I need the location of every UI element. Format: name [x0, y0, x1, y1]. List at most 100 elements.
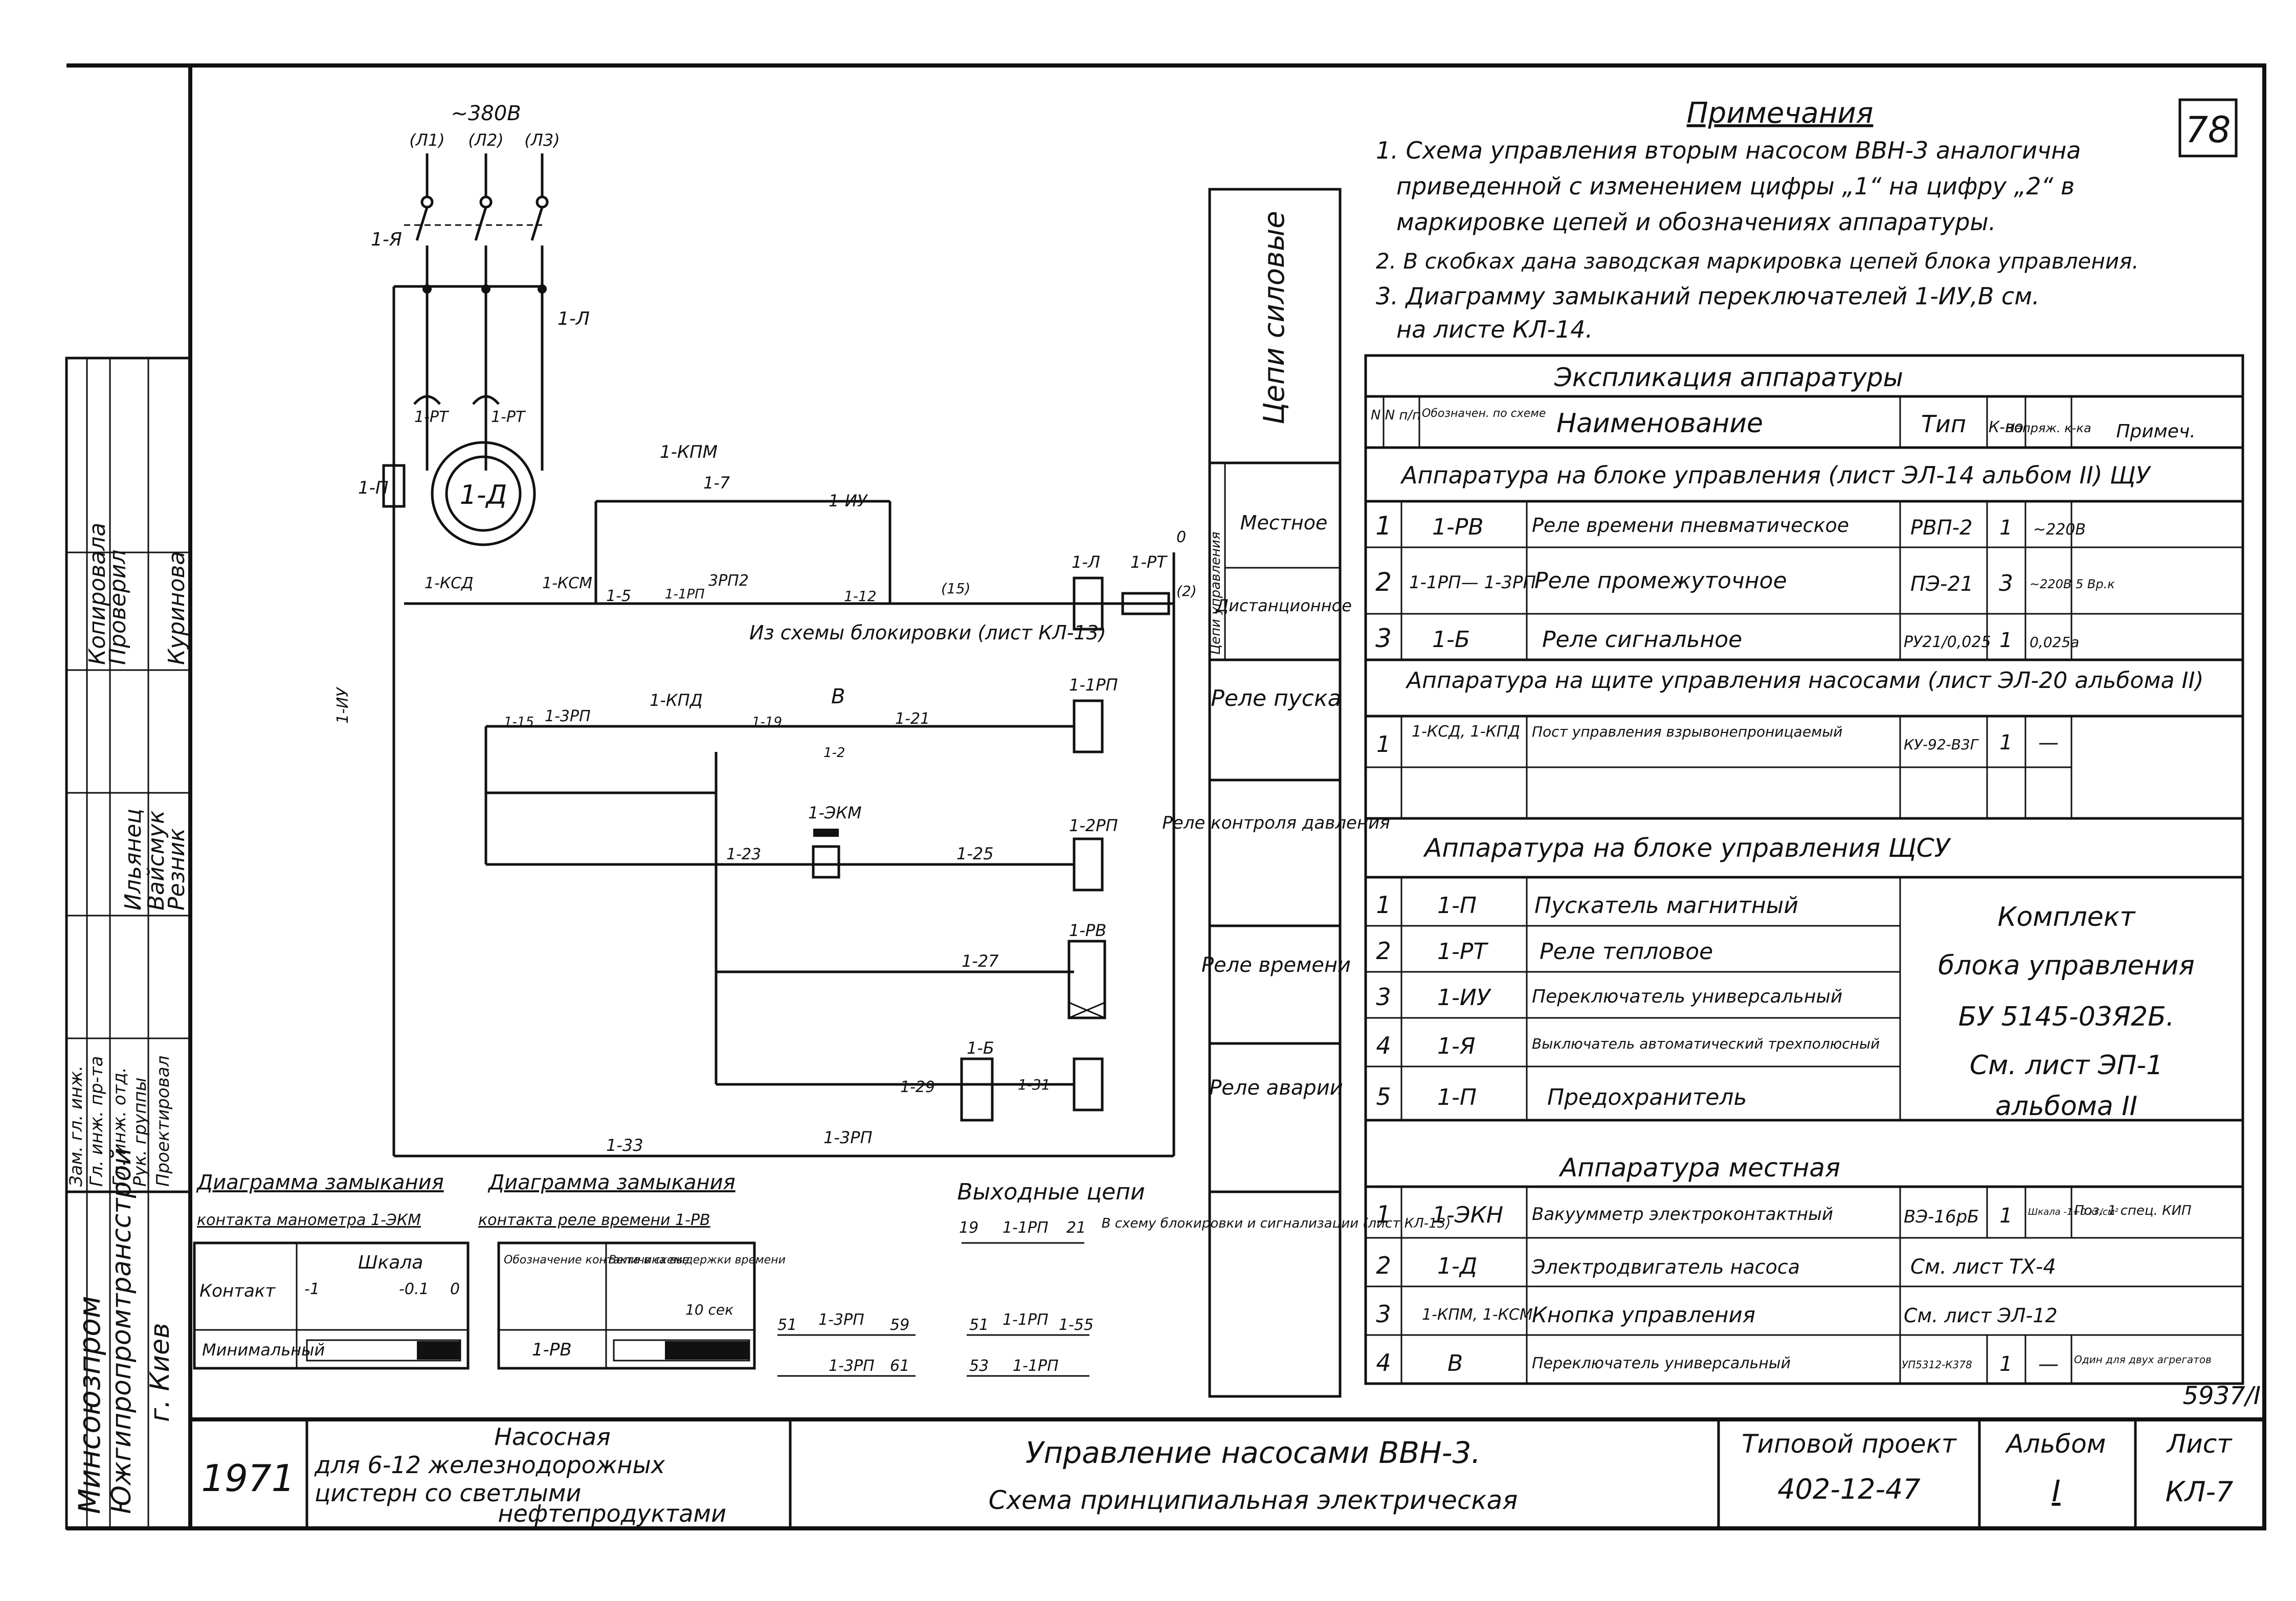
g4r4-name: Переключатель универсальный [1532, 1354, 1791, 1372]
drawing-title: Управление насосами ВВН-3. [1026, 1435, 1481, 1470]
g2r1-nn: 1 [1376, 731, 1391, 758]
side-org-1: Минсоюзпром [72, 1296, 107, 1514]
supply-label: ~380В [451, 102, 521, 125]
note-line-2: приведенной с изменением цифры „1“ на ци… [1396, 172, 2075, 200]
sheet-value: КЛ-7 [2166, 1476, 2234, 1508]
timer-title-2: контакта реле времени 1-РВ [478, 1211, 710, 1229]
hdr-type: Тип [1921, 410, 1966, 438]
g1r1-type: РВП-2 [1910, 516, 1973, 540]
lbl-1-29: 1-29 [900, 1078, 935, 1096]
section-pressure-relay: Реле контроля давления [1162, 813, 1390, 833]
g1r1-voltage: ~220В [2033, 521, 2086, 539]
side-name-3: Ильянец [120, 809, 146, 910]
g3r3-desig: 1-ИУ [1437, 985, 1492, 1011]
g3r1-name: Пускатель магнитный [1534, 893, 1798, 919]
album-value: I [2052, 1474, 2060, 1508]
sheet-label: Лист [2166, 1429, 2233, 1459]
lbl-ksm: 1-КСМ [542, 574, 592, 592]
g1r2-qty: 3 [1999, 570, 2013, 596]
timer-diagram: Диаграмма замыкания контакта реле времен… [478, 1171, 786, 1370]
lbl-1-23: 1-23 [726, 846, 761, 863]
lbl-v: В [831, 685, 845, 708]
section-power: Цепи силовые [1258, 211, 1291, 425]
gauge-diagram: Диаграмма замыкания контакта манометра 1… [193, 1171, 470, 1370]
out-21: 21 [1066, 1219, 1086, 1237]
out-19: 19 [959, 1219, 978, 1237]
g4r1-name: Вакуумметр электроконтактный [1532, 1204, 1833, 1225]
side-name-4: Куринова [164, 551, 190, 665]
gauge-scale-label: Шкала [358, 1252, 423, 1273]
lbl-1-12: 1-12 [844, 588, 877, 605]
notes-title: Примечания [1687, 97, 1874, 130]
gauge-tick-3: 0 [450, 1280, 460, 1298]
group1-title: Аппаратура на блоке управления (лист ЭЛ-… [1400, 461, 2151, 489]
out-1rp-b: 1-1РП [1002, 1311, 1049, 1329]
timer-col2: Величина выдержки времени [609, 1254, 786, 1266]
g4r3-desig: 1-КПМ, 1-КСМ [1422, 1306, 1533, 1324]
g3r3-name: Переключатель универсальный [1532, 986, 1842, 1007]
album-label: Альбом [2005, 1429, 2106, 1459]
lbl-kpd: 1-КПД [650, 691, 703, 710]
breaker-label: 1-Я [371, 229, 402, 250]
contactor-label: 1-Л [558, 308, 590, 329]
lbl-0: 0 [1176, 528, 1186, 546]
lbl-1-21: 1-21 [895, 710, 930, 728]
project-label: Типовой проект [1742, 1429, 1957, 1459]
g3r5-nn: 5 [1376, 1083, 1391, 1110]
gauge-contact-label: Контакт [199, 1281, 276, 1301]
side-role-5: Проектировал [153, 1056, 173, 1187]
lbl-coil-1rp: 1-1РП [1069, 675, 1118, 695]
side-org-2: Южгипропромтрансстрой [106, 1148, 137, 1514]
g1r1-name: Реле времени пневматическое [1532, 514, 1849, 537]
hdr-qty: К-во [1989, 418, 2023, 436]
side-role-4: Рук. группы [130, 1077, 150, 1187]
lbl-1-19: 1-19 [752, 715, 782, 730]
g1r2-type: ПЭ-21 [1910, 572, 1973, 596]
lbl-coil-2rp: 1-2РП [1069, 816, 1118, 835]
g4r4-nn: 4 [1376, 1349, 1391, 1376]
note-line-3: маркировке цепей и обозначениях аппарату… [1396, 208, 1996, 236]
g2r1-qty: 1 [1999, 731, 2012, 754]
g1r2-name: Реле промежуточное [1534, 568, 1787, 594]
group4-title: Аппаратура местная [1558, 1153, 1840, 1183]
lbl-3rp2: 3РП2 [708, 572, 749, 590]
g4r3-nn: 3 [1376, 1300, 1391, 1328]
lbl-coil-rv: 1-РВ [1069, 921, 1106, 940]
section-remote: Дистанционное [1215, 596, 1352, 615]
output-circuits: Выходные цепи 19 1-1РП 21 51 1-3РП 59 51… [777, 1179, 1145, 1377]
g1r3-voltage: 0,025а [2030, 634, 2079, 651]
section-alarm-relay: Реле аварии [1209, 1076, 1343, 1100]
lbl-1-5: 1-5 [606, 587, 631, 605]
g1r1-qty: 1 [1999, 516, 2012, 540]
side-name-1: Резник [164, 828, 190, 910]
g3r5-name: Предохранитель [1547, 1084, 1747, 1110]
object-4: нефтепродуктами [498, 1500, 726, 1527]
group3-title: Аппаратура на блоке управления ЩСУ [1423, 833, 1952, 863]
lbl-1-27: 1-27 [962, 951, 999, 971]
g3r2-name: Реле тепловое [1540, 939, 1713, 965]
lbl-ksd: 1-КСД [425, 574, 474, 592]
lbl-1-15: 1-15 [504, 715, 534, 730]
gauge-title-1: Диаграмма замыкания [196, 1171, 444, 1194]
power-circuit: ~380В (Л1) (Л2) (Л3) 1-Я 1-Л 1-РТ 1-РТ 1… [358, 102, 590, 546]
phase-2: (Л2) [468, 130, 503, 150]
heater-label-1: 1-РТ [414, 408, 450, 426]
g4r3-type: См. лист ЭЛ-12 [1904, 1304, 2058, 1327]
g2r1-type: КУ-92-В3Г [1904, 736, 1979, 753]
out-3rp-c: 1-3РП [829, 1357, 875, 1375]
g1r2-voltage: ~220В 5 Вр.к [2030, 577, 2115, 591]
section-blocking: В схему блокировки и сигнализации (лист … [1102, 1216, 1451, 1231]
g4r1-nn: 1 [1376, 1200, 1391, 1228]
g4r4-note: Один для двух агрегатов [2074, 1353, 2212, 1366]
g4r4-voltage: — [2038, 1352, 2059, 1376]
lbl-1-25: 1-25 [956, 844, 994, 863]
side-name-6: Копировала [84, 523, 110, 665]
g2r1-voltage: — [2038, 731, 2059, 754]
side-name-2: Вайсмук [143, 810, 169, 910]
lbl-1-33: 1-33 [606, 1136, 643, 1155]
out-59: 59 [890, 1316, 909, 1334]
g3r4-desig: 1-Я [1437, 1033, 1475, 1059]
out-51a: 51 [777, 1316, 797, 1334]
lbl-kpm: 1-КПМ [660, 442, 718, 462]
complect-4: См. лист ЭП-1 [1970, 1050, 2163, 1081]
